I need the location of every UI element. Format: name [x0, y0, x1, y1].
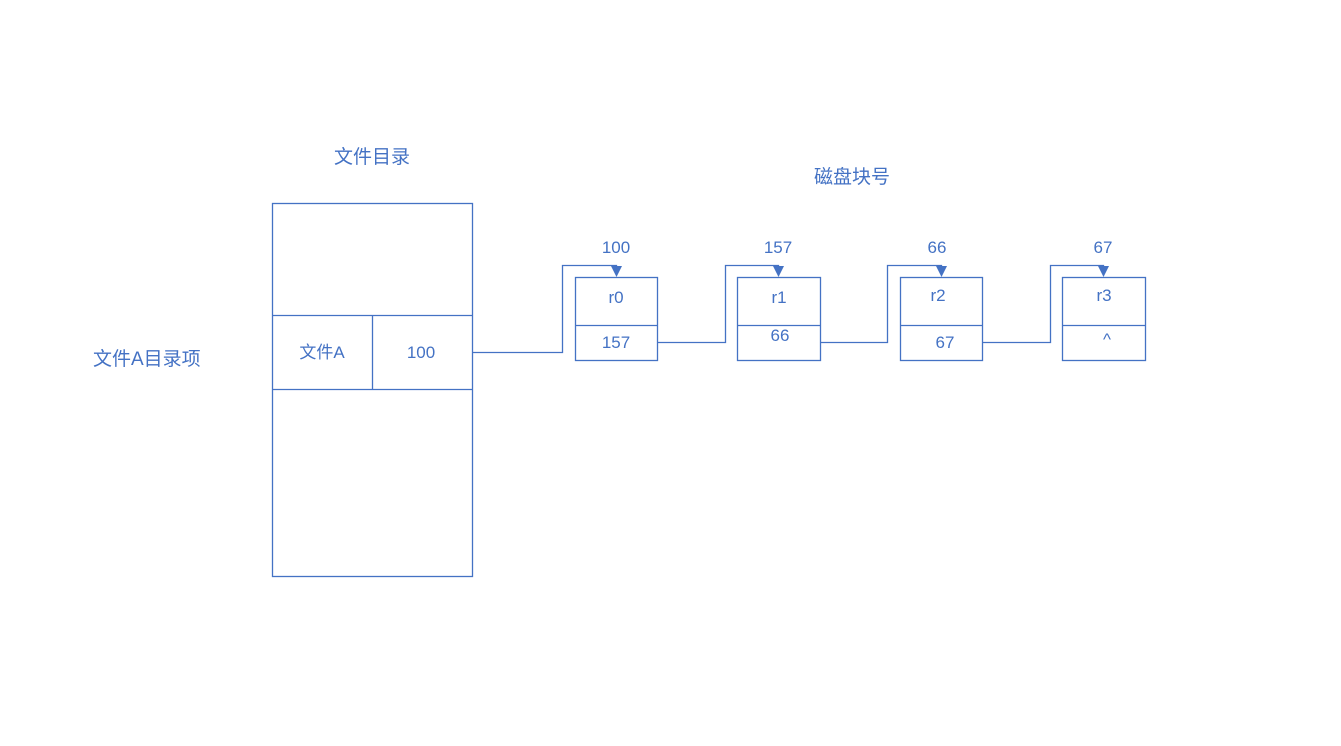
block-name: r3 [1096, 286, 1112, 305]
block-next-pointer: ^ [1103, 330, 1111, 349]
block-name: r0 [608, 288, 624, 307]
arrowhead-r3 [1098, 266, 1109, 277]
block-number: 67 [1093, 238, 1113, 257]
arrowhead-r2 [936, 266, 947, 277]
disk-block-r2 [899, 276, 984, 362]
disk-block-r0 [574, 276, 659, 362]
disk-title: 磁盘块号 [813, 167, 891, 188]
directory-entry-start-block: 100 [406, 343, 436, 362]
directory-entry-name: 文件A [299, 343, 345, 362]
arrowhead-r0 [611, 266, 622, 277]
directory-entry-label: 文件A目录项 [93, 349, 201, 370]
block-name: r2 [930, 286, 946, 305]
connector-directory-to-r0 [472, 264, 618, 354]
disk-block-r1 [736, 276, 822, 362]
block-next-pointer: 66 [770, 326, 790, 345]
block-next-pointer: 157 [601, 333, 631, 352]
disk-block-r3 [1061, 276, 1147, 362]
block-next-pointer: 67 [935, 333, 955, 352]
directory-title: 文件目录 [333, 147, 411, 168]
block-number: 157 [763, 238, 793, 257]
block-number: 66 [927, 238, 947, 257]
block-name: r1 [771, 288, 787, 307]
block-number: 100 [601, 238, 631, 257]
arrowhead-r1 [773, 266, 784, 277]
